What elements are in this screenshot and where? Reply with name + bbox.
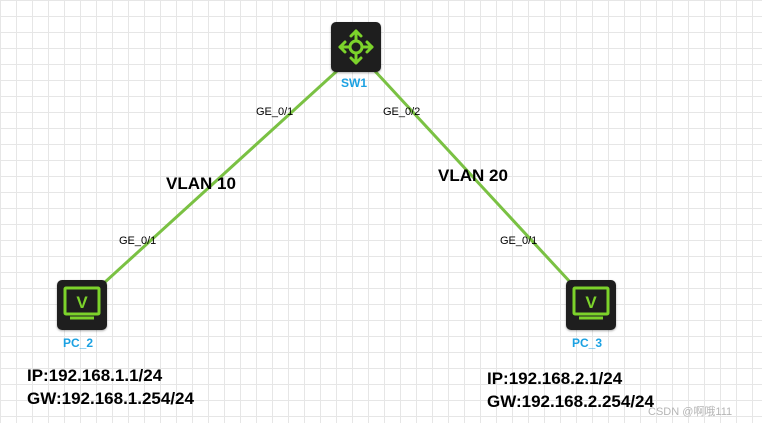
pc3-glyph: V xyxy=(585,293,597,312)
switch-arrows-icon xyxy=(338,29,374,65)
pc-node-pc3[interactable]: V xyxy=(566,280,616,330)
monitor-icon: V xyxy=(572,286,610,320)
pc3-gw-text: GW:192.168.2.254/24 xyxy=(487,392,654,411)
pc2-gw-text: GW:192.168.1.254/24 xyxy=(27,389,194,408)
monitor-icon: V xyxy=(63,286,101,320)
pc2-label: PC_2 xyxy=(63,336,94,350)
link-sw1-pc2 xyxy=(102,68,340,285)
switch-node-sw1[interactable] xyxy=(331,22,381,72)
pc3-label: PC_3 xyxy=(572,336,603,350)
port-label-pc2-ge01: GE_0/1 xyxy=(119,235,157,247)
pc2-glyph: V xyxy=(76,293,88,312)
port-label-sw1-ge02: GE_0/2 xyxy=(383,106,421,118)
pc2-ip-text: IP:192.168.1.1/24 xyxy=(27,366,163,385)
link-sw1-pc3 xyxy=(372,68,573,285)
watermark: CSDN @啊哦111 xyxy=(648,406,733,418)
port-label-sw1-ge01: GE_0/1 xyxy=(256,106,294,118)
port-label-pc3-ge01: GE_0/1 xyxy=(500,235,538,247)
vlan-label-10: VLAN 10 xyxy=(166,174,236,193)
vlan-label-20: VLAN 20 xyxy=(438,166,508,185)
switch-label: SW1 xyxy=(341,76,368,90)
pc3-ip-text: IP:192.168.2.1/24 xyxy=(487,369,623,388)
pc-node-pc2[interactable]: V xyxy=(57,280,107,330)
